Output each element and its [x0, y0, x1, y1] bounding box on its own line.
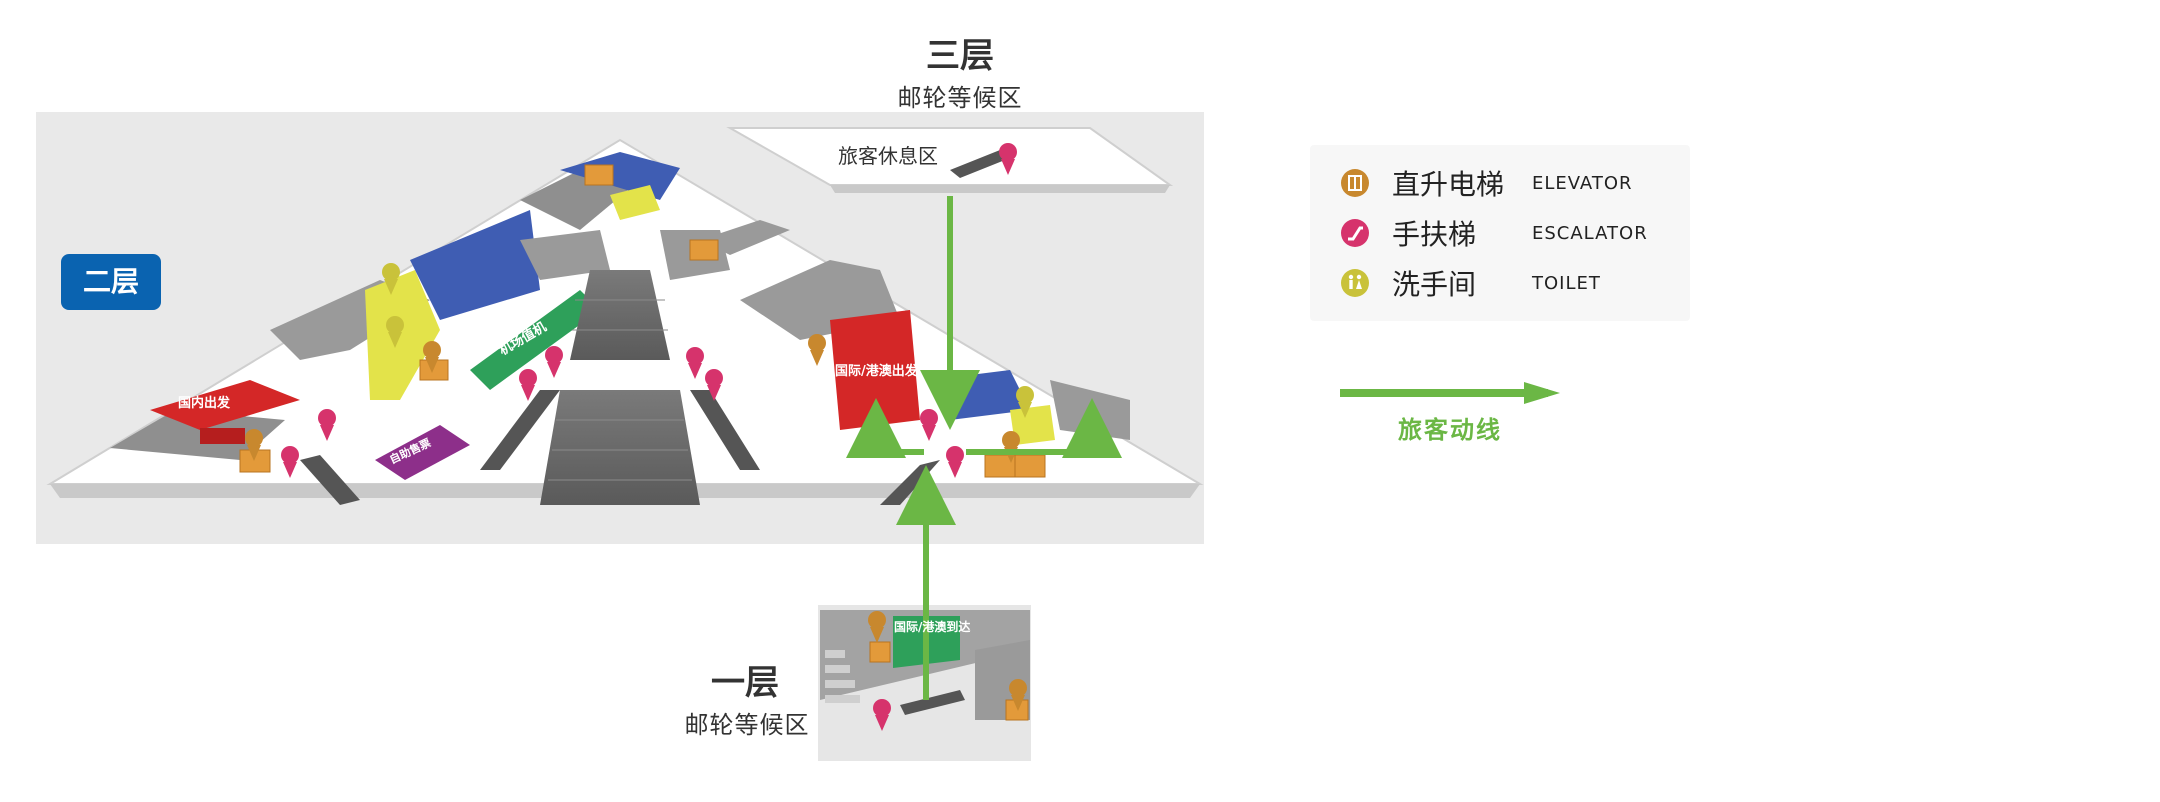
toilet-icon: [382, 263, 400, 295]
escalator-icon: [705, 369, 723, 401]
elevator-box: [689, 239, 719, 261]
floor1-escalator: [900, 690, 965, 715]
elevator-box: [1014, 454, 1046, 478]
legend-panel: 直升电梯 ELEVATOR 手扶梯 ESCALATOR 洗手间 TOILET: [1310, 145, 1690, 321]
escalator-left: [480, 390, 560, 470]
escalator-icon: [519, 369, 537, 401]
legend-label-en: TOILET: [1532, 272, 1601, 294]
legend-row-escalator: 手扶梯 ESCALATOR: [1340, 213, 1648, 253]
domestic-depth: [200, 428, 245, 444]
elevator-box: [869, 641, 891, 663]
legend-row-elevator: 直升电梯 ELEVATOR: [1340, 163, 1633, 203]
escalator-far-left: [300, 455, 360, 505]
elevator-icon: [423, 341, 441, 373]
escalator-icon: [318, 409, 336, 441]
floor3-escalator: [950, 150, 1010, 178]
legend-label-zh: 手扶梯: [1392, 218, 1477, 251]
yellow-zone-right: [1010, 405, 1055, 445]
yellow-zone-top: [610, 185, 660, 220]
domestic-departure-label: 国内出发: [178, 396, 231, 411]
block: [700, 220, 790, 255]
floor2-badge[interactable]: 二层: [61, 254, 161, 310]
passenger-flow-path: [846, 196, 1122, 700]
toilet-icon: [1016, 386, 1034, 418]
elevator-icon: [868, 611, 886, 643]
legend-flow-arrowhead: [1524, 382, 1560, 404]
escalator-icon: [1341, 219, 1369, 247]
escalator-icon: [545, 346, 563, 378]
legend-label-en: ESCALATOR: [1532, 222, 1648, 244]
escalator-icon: [999, 143, 1017, 175]
central-stairs-upper: [570, 270, 670, 360]
elevator-icon: [245, 429, 263, 461]
legend-label-en: ELEVATOR: [1532, 172, 1633, 194]
floor3-subtitle: 邮轮等候区: [897, 84, 1023, 112]
blue-zone: [410, 210, 540, 320]
floor3-title: 三层: [926, 36, 994, 76]
escalator-icon: [686, 347, 704, 379]
legend-label-zh: 直升电梯: [1392, 168, 1505, 201]
toilet-icon: [386, 316, 404, 348]
floor1-title: 一层: [711, 663, 779, 703]
domestic-departure-zone: [150, 380, 300, 430]
block: [110, 410, 285, 460]
airport-checkin-zone: [470, 290, 600, 390]
central-stairs-lower: [540, 390, 700, 505]
legend-row-toilet: 洗手间 TOILET: [1340, 263, 1601, 303]
escalator-icon: [873, 699, 891, 731]
yellow-zone: [365, 270, 440, 400]
intl-arrival-label: 国际/港澳到达: [894, 620, 971, 634]
toilet-icon: [1341, 269, 1369, 297]
intl-departure-label: 国际/港澳出发: [835, 364, 918, 379]
escalator-right: [690, 390, 760, 470]
passenger-flow-label: 旅客动线: [1398, 416, 1502, 444]
elevator-icon: [808, 334, 826, 366]
elevator-icon: [1341, 169, 1369, 197]
self-service-zone: [375, 425, 470, 480]
floor1-subtitle: 邮轮等候区: [684, 711, 810, 739]
block: [520, 230, 610, 280]
elevator-box: [584, 164, 614, 186]
legend-label-zh: 洗手间: [1392, 268, 1477, 301]
floor3-slab-edge: [830, 185, 1170, 193]
escalator-icon: [281, 446, 299, 478]
elevator-icon: [1009, 679, 1027, 711]
rest-area-label: 旅客休息区: [838, 144, 938, 168]
